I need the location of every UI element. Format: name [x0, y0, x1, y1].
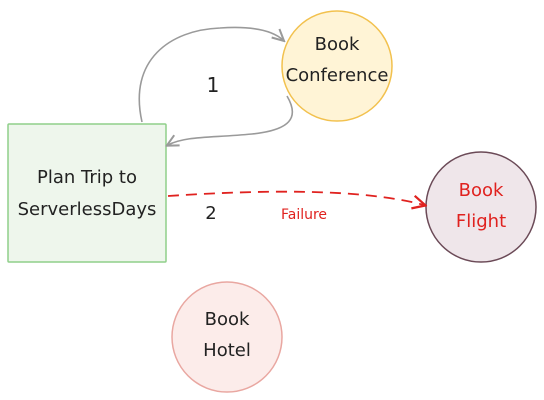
- node-book-hotel-line2: Hotel: [203, 340, 251, 361]
- node-book-conference[interactable]: Book Conference: [281, 10, 393, 122]
- node-book-conference-circle: [281, 10, 393, 122]
- edge-step-1-label: 1: [207, 73, 220, 97]
- node-book-conference-line2: Conference: [286, 65, 389, 86]
- edge-step-1-outbound: [138, 26, 283, 123]
- node-book-flight-line2: Flight: [456, 211, 506, 232]
- edge-step-1[interactable]: 1: [138, 26, 294, 146]
- node-book-hotel-line1: Book: [205, 309, 250, 330]
- node-book-hotel[interactable]: Book Hotel: [171, 281, 283, 393]
- node-book-hotel-circle: [171, 281, 283, 393]
- edge-step-2[interactable]: 2 Failure: [167, 190, 424, 224]
- edge-step-2-failure-label: Failure: [281, 207, 327, 223]
- edge-step-2-label: 2: [205, 203, 216, 224]
- node-book-flight[interactable]: Book Flight: [425, 151, 537, 263]
- node-plan-trip[interactable]: Plan Trip to ServerlessDays: [7, 123, 167, 263]
- node-plan-trip-box: [7, 123, 167, 263]
- node-book-flight-circle: [425, 151, 537, 263]
- edge-step-1-return: [168, 95, 294, 145]
- node-plan-trip-line1: Plan Trip to: [37, 167, 137, 188]
- node-plan-trip-line2: ServerlessDays: [18, 199, 157, 220]
- node-book-flight-line1: Book: [459, 180, 504, 201]
- node-book-conference-line1: Book: [315, 34, 360, 55]
